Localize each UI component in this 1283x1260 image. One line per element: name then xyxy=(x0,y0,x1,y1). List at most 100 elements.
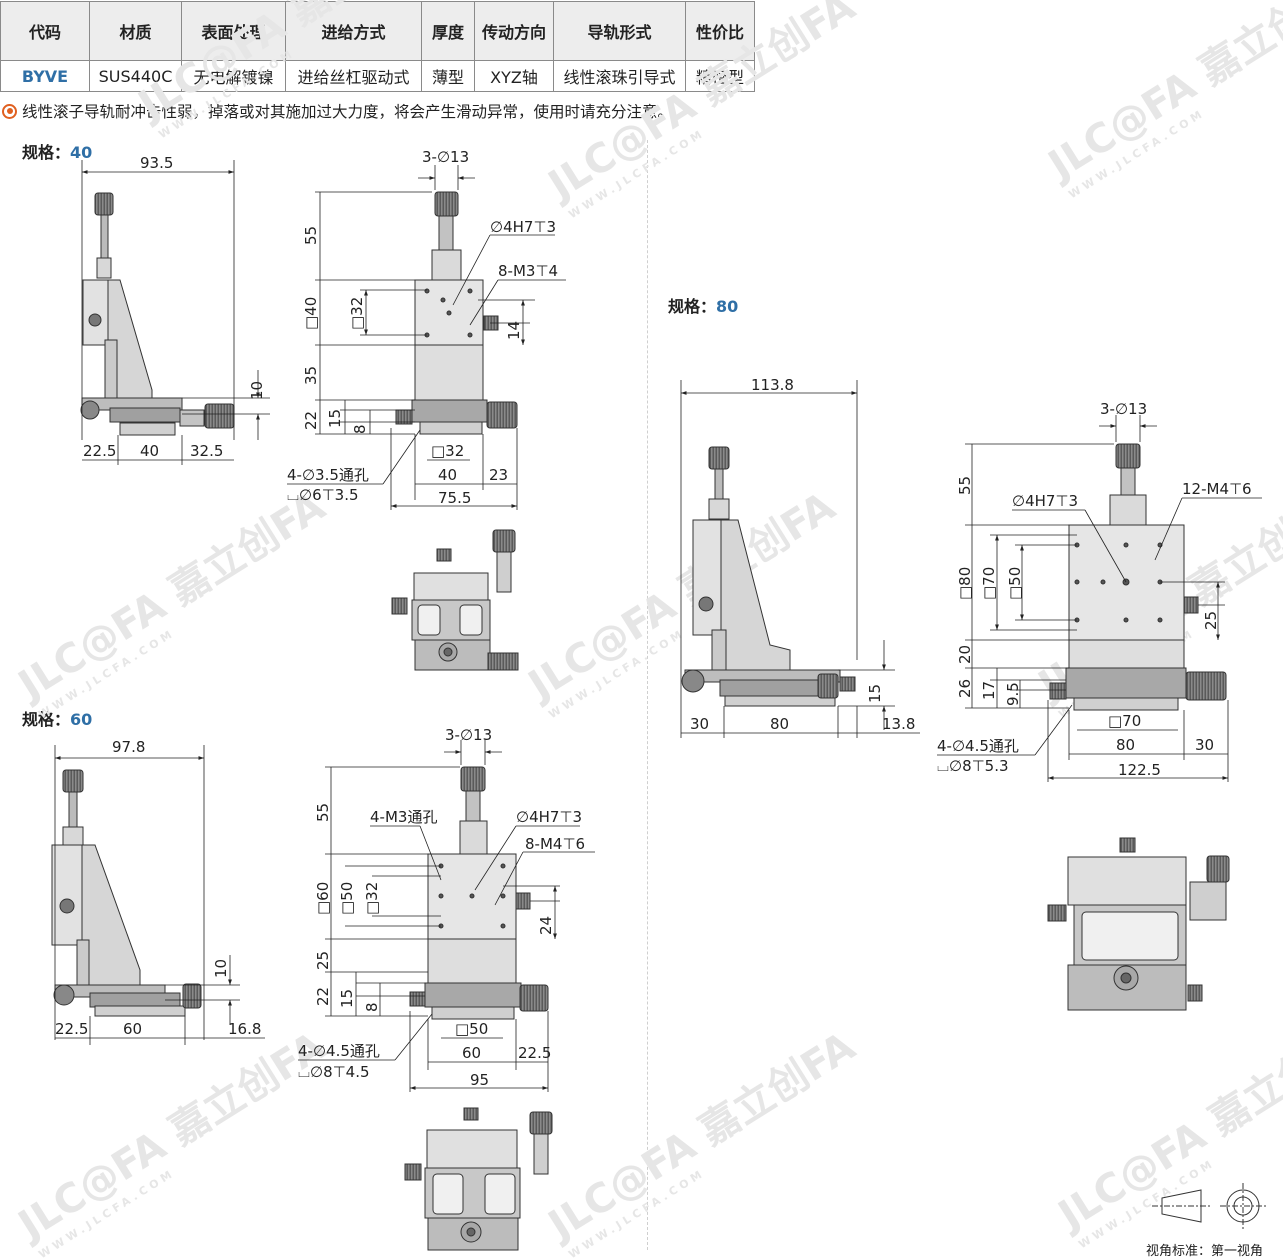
dim-80-base-right: 13.8 xyxy=(882,715,915,733)
cell-guide: 线性滚珠引导式 xyxy=(553,60,686,92)
dim-80-h95: 9.5 xyxy=(1004,682,1022,706)
dims-front-60 xyxy=(298,740,595,1092)
spec-table: 代码 材质 表面处理 进给方式 厚度 传动方向 导轨形式 性价比 BYVE SU… xyxy=(0,1,755,92)
dim-60-base-mid: 60 xyxy=(123,1020,142,1038)
cell-direction: XYZ轴 xyxy=(474,60,554,92)
dim-60-holes: 3-∅13 xyxy=(445,726,492,744)
view-standard-label: 视角标准：第一视角 xyxy=(1146,1244,1264,1259)
dim-80-pin: ∅4H7⊤3 xyxy=(1012,492,1078,510)
spec-label-80: 规格：80 xyxy=(668,297,739,316)
spec-label-60: 规格：60 xyxy=(22,710,93,729)
front-view-60 xyxy=(409,766,549,1020)
dim-40-h8: 8 xyxy=(351,424,369,434)
caution-note: 线性滚子导轨耐冲击性弱，掉落或对其施加过大力度，将会产生滑动异常，使用时请充分注… xyxy=(2,100,673,122)
dim-80-bottom-sq: □70 xyxy=(1108,712,1141,730)
header-value: 性价比 xyxy=(685,1,755,61)
dim-60-h22: 22 xyxy=(314,987,332,1006)
dim-40-bottom-23: 23 xyxy=(489,466,508,484)
first-angle-symbol xyxy=(1152,1183,1266,1229)
side-view-80 xyxy=(681,446,856,707)
dim-40-width: 93.5 xyxy=(140,154,173,172)
dim-80-mount: 4-∅4.5通孔 xyxy=(937,737,1019,755)
side-view-60 xyxy=(51,769,202,1017)
header-guide: 导轨形式 xyxy=(553,1,686,61)
dim-60-h55: 55 xyxy=(314,803,332,822)
dim-60-mount: 4-∅4.5通孔 xyxy=(298,1042,380,1060)
dim-40-side14: 14 xyxy=(505,321,523,340)
dim-60-width: 97.8 xyxy=(112,738,145,756)
dim-40-sq32: □32 xyxy=(348,297,366,330)
cell-thickness: 薄型 xyxy=(421,60,475,92)
dim-40-base-mid: 40 xyxy=(140,442,159,460)
header-thickness: 厚度 xyxy=(421,1,475,61)
dim-60-cbore: ⌴∅8⊤4.5 xyxy=(298,1063,370,1081)
dim-60-offset: 10 xyxy=(212,959,230,978)
caution-icon xyxy=(2,103,17,119)
dim-80-h55: 55 xyxy=(956,476,974,495)
dim-40-bottom-sq: □32 xyxy=(431,442,464,460)
dim-60-h15: 15 xyxy=(338,989,356,1008)
spec-table-row: BYVE SUS440C 无电解镀镍 进给丝杠驱动式 薄型 XYZ轴 线性滚珠引… xyxy=(0,60,755,92)
front-view-40 xyxy=(395,191,518,435)
dim-60-thru: 4-M3通孔 xyxy=(370,808,437,826)
dim-80-sq70: □70 xyxy=(980,567,998,600)
svg-text:JLC@FA 嘉立创FA: JLC@FA 嘉立创FA xyxy=(538,0,863,210)
dim-60-bottom-sq: □50 xyxy=(455,1020,488,1038)
dim-80-sq80: □80 xyxy=(956,567,974,600)
dim-80-bottom-total: 122.5 xyxy=(1118,761,1161,779)
svg-text:JLC@FA 嘉立创FA: JLC@FA 嘉立创FA xyxy=(8,483,333,710)
dim-60-base-right: 16.8 xyxy=(228,1020,261,1038)
dim-80-tap: 12-M4⊤6 xyxy=(1182,480,1252,498)
dim-80-cbore: ⌴∅8⊤5.3 xyxy=(937,757,1009,775)
cell-material: SUS440C xyxy=(89,60,182,92)
dim-60-pin: ∅4H7⊤3 xyxy=(516,808,582,826)
dim-40-cbore: ⌴∅6⊤3.5 xyxy=(287,486,359,504)
dim-80-offset: 15 xyxy=(866,684,884,703)
dim-60-base-left: 22.5 xyxy=(55,1020,88,1038)
svg-text:JLC@FA 嘉立创FA: JLC@FA 嘉立创FA xyxy=(128,0,453,130)
dims-front-80 xyxy=(937,415,1262,782)
dims-side-80 xyxy=(680,380,920,738)
dim-60-bottom-total: 95 xyxy=(470,1071,489,1089)
dim-80-base-left: 30 xyxy=(690,715,709,733)
dim-80-bottom-30: 30 xyxy=(1195,736,1214,754)
caution-text: 线性滚子导轨耐冲击性弱，掉落或对其施加过大力度，将会产生滑动异常，使用时请充分注… xyxy=(22,103,674,121)
header-direction: 传动方向 xyxy=(474,1,554,61)
dim-40-offset: 10 xyxy=(248,381,266,400)
dim-40-pin: ∅4H7⊤3 xyxy=(490,218,556,236)
cell-value: 精密型 xyxy=(685,60,755,92)
dim-40-base-left: 22.5 xyxy=(83,442,116,460)
svg-text:JLC@FA 嘉立创FA: JLC@FA 嘉立创FA xyxy=(538,1023,863,1250)
dim-60-bottom-60: 60 xyxy=(462,1044,481,1062)
dim-40-holes: 3-∅13 xyxy=(422,148,469,166)
dim-40-sq40: □40 xyxy=(302,297,320,330)
svg-text:JLC@FA 嘉立创FA: JLC@FA 嘉立创FA xyxy=(8,1023,333,1250)
header-feed: 进给方式 xyxy=(285,1,422,61)
dim-60-sq60: □60 xyxy=(314,882,332,915)
dim-40-bottom-40: 40 xyxy=(438,466,457,484)
iso-view-80 xyxy=(1047,837,1230,1011)
dim-40-base-right: 32.5 xyxy=(190,442,223,460)
dim-80-h17: 17 xyxy=(980,681,998,700)
spec-table-header: 代码 材质 表面处理 进给方式 厚度 传动方向 导轨形式 性价比 xyxy=(0,1,755,61)
side-view-40 xyxy=(80,192,235,436)
dim-80-h20: 20 xyxy=(956,645,974,664)
spec-label-40: 规格：40 xyxy=(22,143,93,162)
dim-60-side24: 24 xyxy=(537,916,555,935)
dim-40-h35: 35 xyxy=(302,366,320,385)
cell-surface: 无电解镀镍 xyxy=(181,60,286,92)
dims-side-40 xyxy=(81,160,270,465)
dim-40-bottom-total: 75.5 xyxy=(438,489,471,507)
dim-80-width: 113.8 xyxy=(751,376,794,394)
dim-60-tap: 8-M4⊤6 xyxy=(525,835,585,853)
iso-view-40 xyxy=(391,529,519,671)
dims-front-40 xyxy=(287,165,566,510)
dims-side-60 xyxy=(54,745,265,1045)
dim-80-holes: 3-∅13 xyxy=(1100,400,1147,418)
dim-80-bottom-80: 80 xyxy=(1116,736,1135,754)
dim-40-h15: 15 xyxy=(326,409,344,428)
column-divider xyxy=(647,140,648,1250)
dim-40-h22: 22 xyxy=(302,411,320,430)
dim-60-bottom-22: 22.5 xyxy=(518,1044,551,1062)
dim-40-mount: 4-∅3.5通孔 xyxy=(287,466,369,484)
